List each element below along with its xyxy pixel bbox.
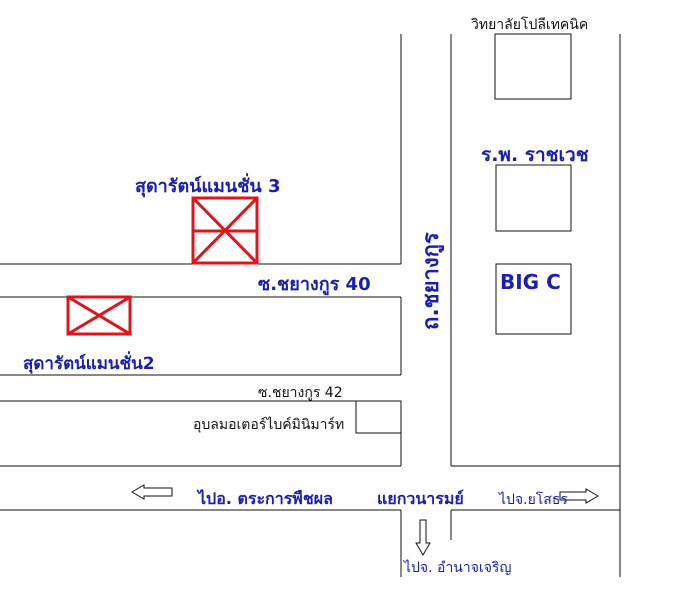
soi40-label: ซ.ชยางกูร 40 <box>258 274 371 296</box>
mansion3-marker-icon <box>191 196 259 265</box>
college-building <box>494 33 572 100</box>
to-south-label: ไปจ. อำนาจเจริญ <box>403 559 511 576</box>
mansion2-label: สุดารัตน์แมนชั่น2 <box>23 351 155 374</box>
hospital-building <box>495 164 572 232</box>
to-east-label: ไปจ.ยโสธร <box>498 491 568 508</box>
main-road-label: ถ.ชยางกูร <box>419 232 445 330</box>
mansion3-label: สุดารัตน์แมนชั่น 3 <box>135 173 281 198</box>
motor-shop-label: อุบลมอเตอร์ไบค์มินิมาร์ท <box>193 416 344 433</box>
arrow-down-icon <box>415 519 431 556</box>
arrow-right-icon <box>559 488 599 504</box>
bigc-building <box>495 263 572 335</box>
bigc-label: BIG C <box>500 270 561 294</box>
to-west-label: ไปอ. ตระการพืชผล <box>196 489 333 508</box>
soi42-label: ซ.ชยางกูร 42 <box>258 385 343 401</box>
college-label: วิทยาลัยโปลีเทคนิค <box>471 16 588 33</box>
motor-shop-building <box>355 400 402 434</box>
arrow-left-icon <box>131 484 173 500</box>
mansion2-marker-icon <box>66 295 132 336</box>
junction-label: แยกวนารมย์ <box>377 489 464 508</box>
hospital-label: ร.พ. ราชเวช <box>481 144 589 166</box>
